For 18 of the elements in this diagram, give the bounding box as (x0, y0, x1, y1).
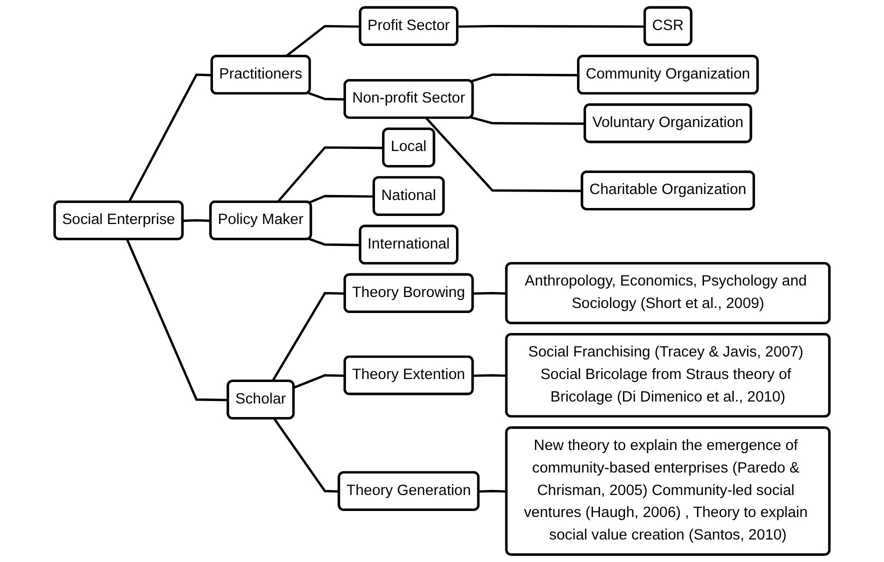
connector (276, 146, 384, 203)
connector (285, 24, 361, 58)
connector (308, 92, 346, 101)
connector (470, 74, 579, 83)
connector (273, 418, 340, 493)
connector (458, 24, 646, 28)
connector (182, 219, 211, 222)
connector (128, 74, 212, 203)
connector (473, 374, 507, 377)
connector (308, 238, 361, 246)
connector (271, 292, 346, 382)
connector (308, 194, 374, 204)
connector (425, 117, 582, 192)
connector (294, 374, 346, 389)
connector (478, 490, 507, 493)
connector (473, 292, 507, 295)
connector (126, 239, 228, 402)
connector (470, 116, 586, 125)
